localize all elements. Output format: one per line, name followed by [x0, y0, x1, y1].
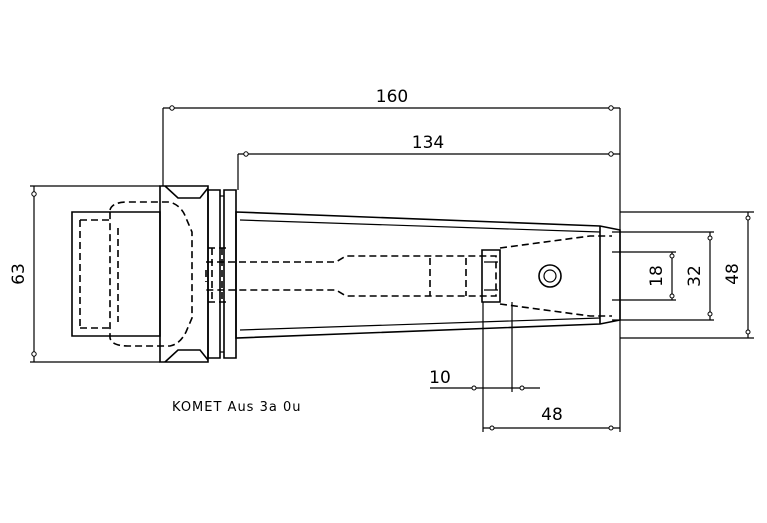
- dimension-width-10: 10: [429, 302, 540, 432]
- manufacturer-note: KOMET Aus 3a 0u: [172, 400, 301, 415]
- label-flange-diameter: 63: [9, 263, 29, 285]
- label-overall-length: 160: [376, 87, 408, 107]
- dimension-overall-length: 160: [162, 87, 621, 432]
- dimension-diameters: 18 32 48: [612, 211, 754, 339]
- hidden-details: [79, 201, 612, 347]
- dimension-shank-length: 134: [237, 133, 620, 190]
- label-diameter-32: 32: [685, 265, 705, 287]
- clamp-screw: [481, 249, 562, 303]
- label-length-48: 48: [541, 405, 563, 425]
- label-diameter-48: 48: [723, 263, 743, 285]
- label-width-10: 10: [429, 368, 451, 388]
- dimension-length-48: 48: [483, 405, 620, 431]
- label-shank-length: 134: [412, 133, 444, 153]
- label-diameter-18: 18: [647, 265, 667, 287]
- tool-holder-body: [71, 185, 621, 363]
- dimension-flange-diameter: 63: [9, 185, 160, 363]
